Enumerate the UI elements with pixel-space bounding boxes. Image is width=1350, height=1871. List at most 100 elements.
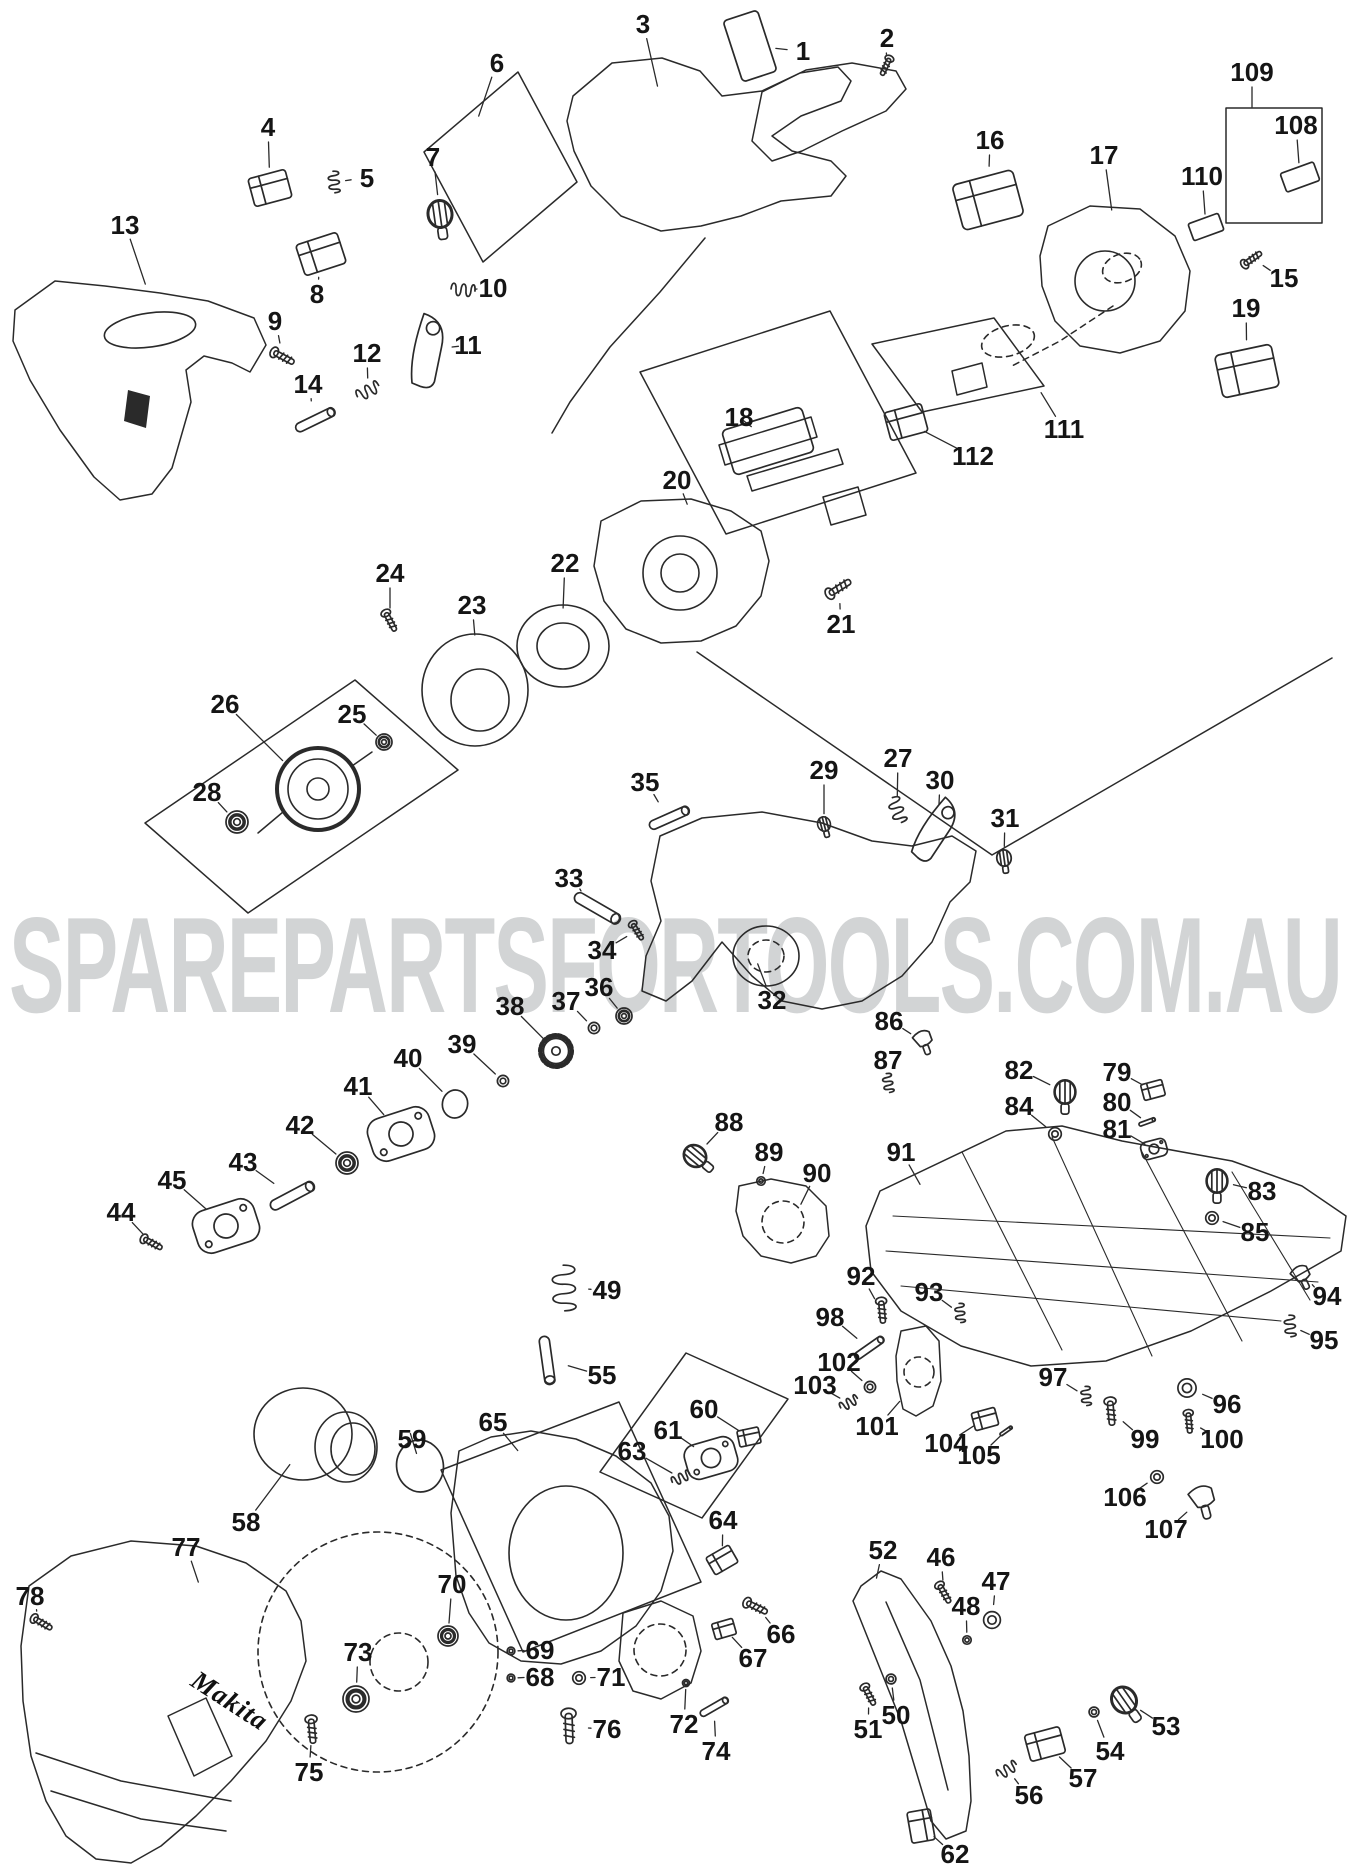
part-label-33: 33: [555, 863, 584, 893]
leader-line-108: [1296, 139, 1300, 164]
leader-line-95: [1300, 1329, 1310, 1335]
part-glyph-82: [1053, 1079, 1077, 1115]
part-label-106: 106: [1103, 1482, 1146, 1512]
part-label-79: 79: [1103, 1057, 1132, 1087]
part-glyph-81: [1139, 1137, 1169, 1161]
part-glyph-41: [366, 1105, 436, 1163]
part-label-101: 101: [855, 1411, 898, 1441]
leader-line-1: [775, 47, 788, 51]
part-glyph-85: [1204, 1210, 1220, 1226]
part-glyph-19: [1214, 343, 1280, 399]
part-glyph-88: [682, 1143, 715, 1173]
part-glyph-62: [906, 1808, 936, 1844]
handle-cutout-13: [103, 311, 197, 349]
part-glyph-25: [375, 733, 393, 751]
part-glyph-38: [537, 1032, 575, 1070]
terminal-strip-18a: [718, 416, 818, 466]
leader-line-73: [356, 1666, 358, 1683]
part-label-107: 107: [1144, 1514, 1187, 1544]
part-glyph-112: [883, 402, 929, 442]
part-label-76: 76: [593, 1714, 622, 1744]
part-glyph-34: [627, 919, 645, 941]
handle-3: [751, 62, 907, 162]
part-label-94: 94: [1313, 1281, 1342, 1311]
part-label-45: 45: [158, 1165, 187, 1195]
leader-line-106: [1137, 1482, 1148, 1490]
part-glyph-40: [441, 1089, 469, 1119]
leader-line-91: [908, 1164, 921, 1185]
part-label-85: 85: [1241, 1217, 1270, 1247]
leader-line-90: [800, 1185, 811, 1205]
motor-20-ring: [642, 535, 718, 611]
dashed-ellipse-111: [980, 324, 1036, 358]
part-glyph-97: [1080, 1385, 1093, 1407]
leader-line-4: [267, 141, 270, 168]
leader-line-38: [520, 1015, 546, 1041]
part-label-1: 1: [796, 36, 810, 66]
leader-line-99: [1122, 1421, 1134, 1431]
part-label-103: 103: [793, 1370, 836, 1400]
part-glyph-1: [723, 10, 777, 82]
part-label-44: 44: [107, 1197, 136, 1227]
part-glyph-70: [437, 1625, 459, 1647]
part-label-86: 86: [875, 1006, 904, 1036]
part-glyph-8: [295, 232, 347, 276]
part-glyph-11: [410, 312, 444, 389]
leader-line-74: [713, 1720, 716, 1737]
part-glyph-83: [1205, 1168, 1229, 1204]
part-glyph-96: [1177, 1378, 1197, 1398]
part-label-14: 14: [294, 369, 323, 399]
dust-port-58-b: [314, 1411, 378, 1483]
blade-case-65: [450, 1430, 674, 1665]
leader-line-82: [1032, 1075, 1051, 1086]
part-label-96: 96: [1213, 1389, 1242, 1419]
part-glyph-72: [681, 1678, 691, 1688]
part-glyph-18: [721, 406, 815, 476]
leader-line-83: [1232, 1184, 1248, 1189]
part-glyph-44: [139, 1233, 163, 1251]
part-label-92: 92: [847, 1261, 876, 1291]
leader-line-9: [277, 334, 281, 344]
group-box-26: [144, 679, 459, 914]
part-label-52: 52: [869, 1535, 898, 1565]
part-label-108: 108: [1274, 110, 1317, 140]
part-glyph-105: [999, 1425, 1014, 1437]
leader-line-94: [1311, 1284, 1315, 1288]
leader-line-47: [992, 1595, 996, 1606]
housing-17-bore: [1074, 250, 1136, 312]
part-label-11: 11: [454, 330, 482, 360]
leader-line-103: [828, 1391, 841, 1399]
model-label-13: [124, 390, 150, 428]
part-label-17: 17: [1090, 140, 1119, 170]
part-glyph-63: [670, 1469, 691, 1485]
leader-line-60: [716, 1416, 740, 1432]
cover-77-band-a: [35, 1752, 232, 1802]
part-label-112: 112: [952, 441, 994, 471]
dust-port-58-c: [330, 1422, 376, 1476]
leader-line-110: [1202, 190, 1206, 215]
part-label-8: 8: [310, 279, 324, 309]
part-label-77: 77: [172, 1532, 201, 1562]
leader-line-25: [363, 723, 377, 736]
leader-line-50: [891, 1687, 895, 1701]
part-label-70: 70: [438, 1569, 467, 1599]
part-glyph-36: [615, 1007, 633, 1025]
fan-101: [903, 1356, 935, 1388]
part-label-88: 88: [715, 1107, 744, 1137]
leader-line-77: [190, 1560, 199, 1583]
leader-line-45: [183, 1189, 207, 1210]
part-label-26: 26: [211, 689, 240, 719]
part-label-100: 100: [1200, 1424, 1243, 1454]
armature-26-shaft-a: [257, 811, 284, 834]
motor-housing-17: [1039, 205, 1191, 354]
part-label-35: 35: [631, 767, 660, 797]
part-label-110: 110: [1181, 161, 1223, 191]
part-label-68: 68: [526, 1662, 555, 1692]
part-label-19: 19: [1232, 293, 1261, 323]
part-label-23: 23: [458, 590, 487, 620]
part-label-102: 102: [817, 1347, 860, 1377]
switch-block-111: [951, 362, 988, 396]
structure-line: [961, 1151, 1063, 1351]
part-glyph-29: [816, 816, 832, 839]
